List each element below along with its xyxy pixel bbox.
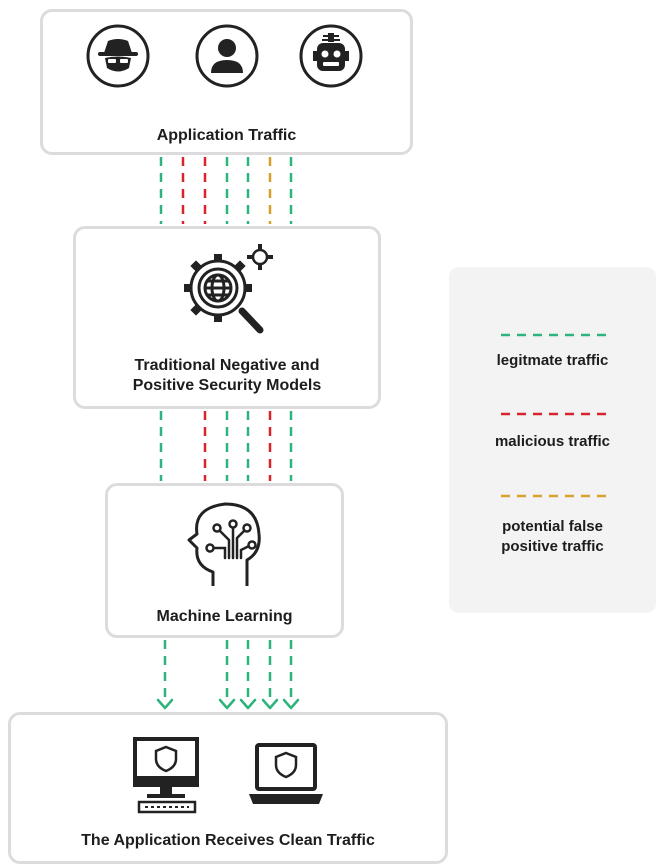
- machine-learning-box: Machine Learning: [105, 483, 344, 638]
- legend-swatches: [501, 333, 606, 498]
- security-models-label-line2: Positive Security Models: [132, 377, 322, 394]
- laptop-shield-icon: [249, 743, 323, 804]
- robot-icon: [299, 24, 363, 88]
- legend-label-false-positive-line2: positive traffic: [501, 538, 604, 555]
- arrow-head: [218, 698, 236, 710]
- clean-traffic-label: The Application Receives Clean Traffic: [81, 832, 375, 849]
- legend-label-malicious: malicious traffic: [494, 433, 611, 450]
- brain-circuit-head-icon: [187, 502, 261, 586]
- arrow-head: [282, 698, 300, 710]
- clean-traffic-box: The Application Receives Clean Traffic: [8, 712, 448, 864]
- legend-label-legitimate: legitmate traffic: [496, 352, 609, 369]
- machine-learning-label: Machine Learning: [156, 608, 293, 625]
- hacker-icon: [86, 24, 150, 88]
- arrow-head: [261, 698, 279, 710]
- security-models-label-line1: Traditional Negative and: [134, 357, 320, 374]
- user-icon: [195, 24, 259, 88]
- globe-gear-magnifier-icon: [184, 244, 273, 334]
- legend: legitmate traffic malicious traffic pote…: [449, 267, 656, 613]
- security-models-box: Traditional Negative and Positive Securi…: [73, 226, 381, 409]
- arrow-head: [239, 698, 257, 710]
- legend-label-false-positive-line1: potential false: [502, 518, 603, 535]
- arrow-head: [156, 698, 174, 710]
- desktop-shield-icon: [133, 737, 199, 814]
- application-traffic-label: Application Traffic: [156, 127, 297, 144]
- application-traffic-box: Application Traffic: [40, 9, 413, 155]
